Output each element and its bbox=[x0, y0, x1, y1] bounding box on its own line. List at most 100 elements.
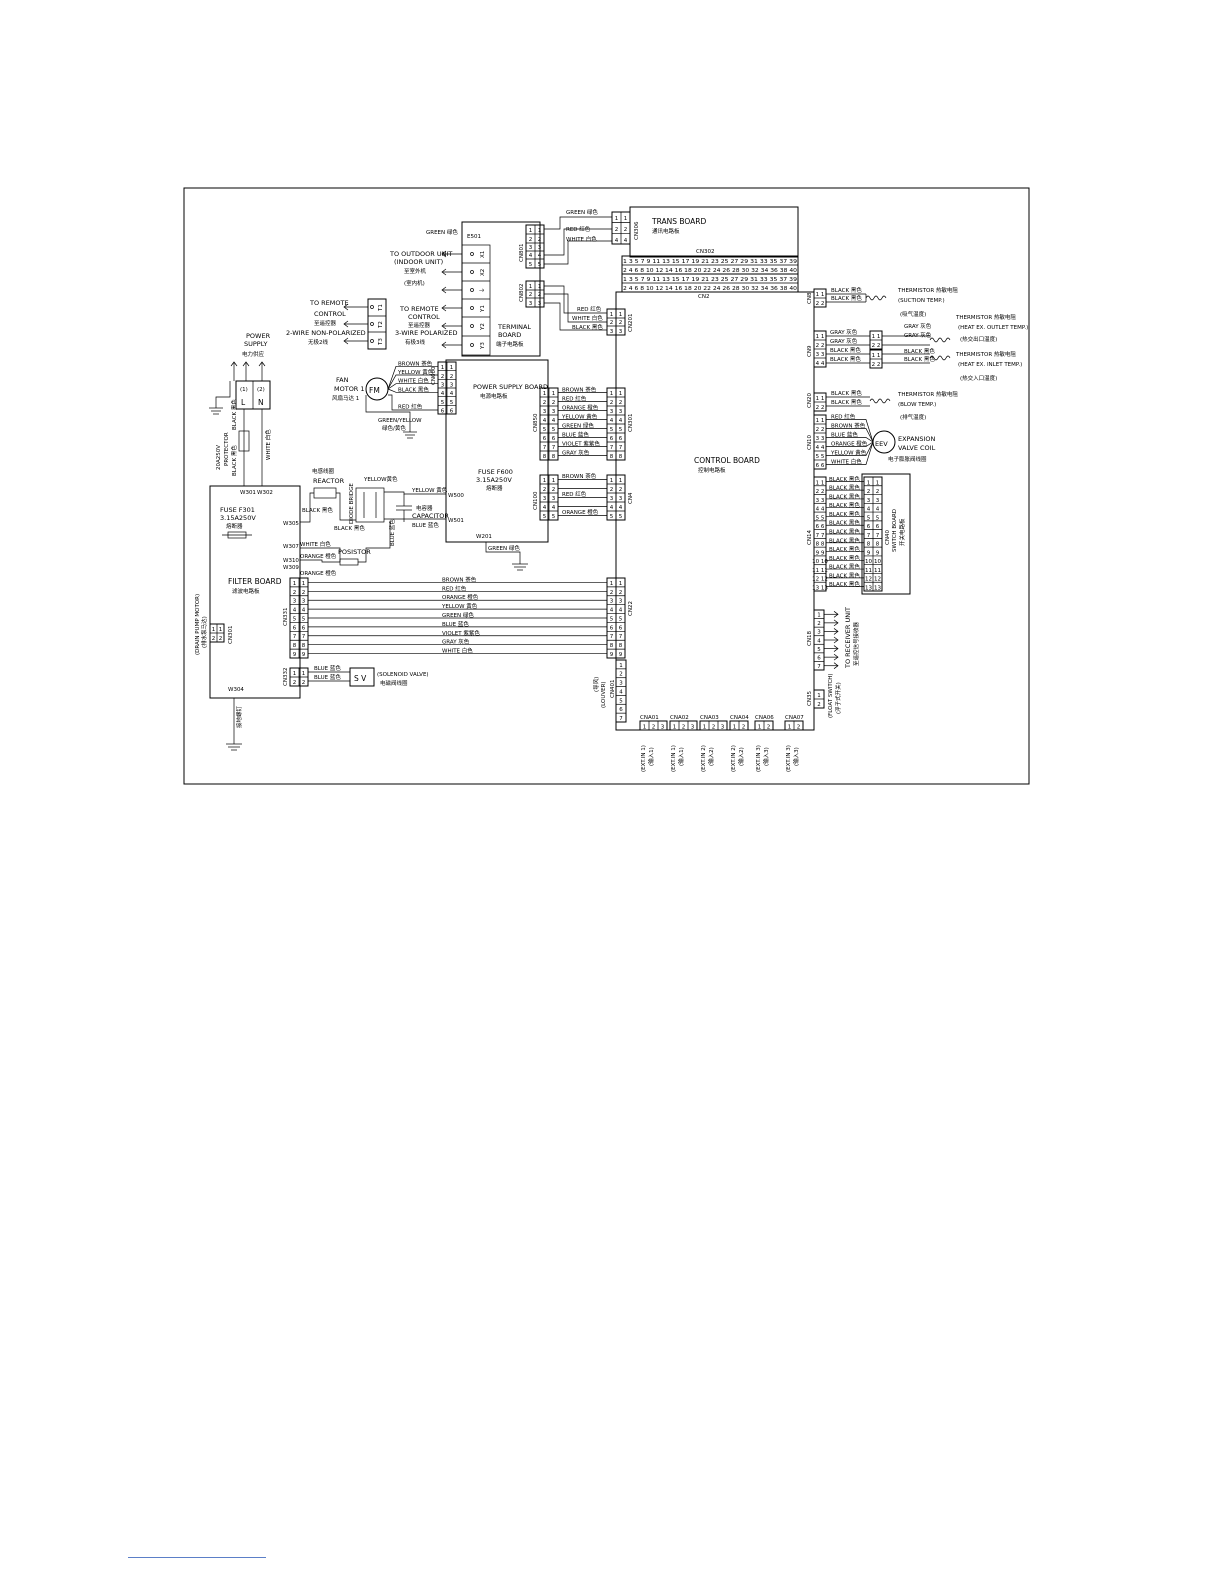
switch-board-cn: 开关电路板 bbox=[898, 518, 906, 546]
outdoor-cn: 至室外机 bbox=[404, 267, 427, 275]
remote-cn-2: 至遥控器 bbox=[408, 321, 431, 329]
black-wire-cn9a: BLACK 黑色 bbox=[830, 346, 861, 354]
cn22-pin: 7 bbox=[302, 634, 306, 640]
cn100-pin: 4 bbox=[552, 505, 556, 511]
cn40-pin: 12 bbox=[865, 577, 872, 583]
svg-text:1: 1 bbox=[302, 671, 306, 677]
ext-input-label: (EXT.IN 2) bbox=[701, 745, 707, 772]
n-num: (2) bbox=[257, 387, 265, 393]
cn401-pin: 3 bbox=[619, 681, 623, 687]
terminal-strip bbox=[461, 244, 491, 356]
cn18-pin: 2 bbox=[817, 621, 821, 627]
red-wire-trans: RED 红色 bbox=[566, 225, 591, 233]
svg-text:1 1: 1 1 bbox=[872, 353, 881, 359]
black-wire-cn8a: BLACK 黑色 bbox=[831, 286, 862, 294]
brown-wire-cn4: BROWN 茶色 bbox=[562, 472, 597, 480]
cn14-wire-label: BLACK 黑色 bbox=[829, 554, 860, 562]
cn18-pin: 5 bbox=[817, 647, 821, 653]
ext-input-connector bbox=[639, 720, 668, 731]
green-wire-e501: GREEN 绿色 bbox=[426, 228, 458, 236]
reactor-label: REACTOR bbox=[313, 477, 345, 485]
blue-wire-vertical: BLUE 蓝色 bbox=[388, 519, 396, 546]
cn850-pin: 3 bbox=[552, 409, 556, 415]
cn100-pin: 1 bbox=[619, 478, 623, 484]
ext-input-pin: 1 bbox=[733, 725, 737, 731]
cn40-pin: 12 bbox=[874, 577, 881, 583]
cn14-wire-label: BLACK 黑色 bbox=[829, 563, 860, 571]
cn100-pin: 5 bbox=[552, 514, 556, 520]
earth-label: 接地螺钉 bbox=[235, 705, 243, 728]
white-wire-trans: WHITE 白色 bbox=[566, 235, 597, 243]
cn22-pin: 1 bbox=[619, 581, 623, 587]
cn40-pin: 1 bbox=[876, 480, 880, 486]
cn600-pin: 1 bbox=[450, 365, 454, 371]
cn802-label: CN802 bbox=[519, 284, 525, 302]
cn22-pin: 8 bbox=[293, 643, 297, 649]
cn401-label: CN401 bbox=[610, 680, 616, 698]
cn40-pin: 13 bbox=[865, 586, 872, 592]
diode-bridge-label: DIODE BRIDGE bbox=[349, 483, 355, 524]
svg-text:2: 2 bbox=[619, 320, 623, 326]
cn22-pin: 8 bbox=[610, 643, 614, 649]
cn850-wire-label: ORANGE 橙色 bbox=[562, 404, 599, 412]
terminal-x2: X2 bbox=[480, 269, 486, 276]
cn600-pin: 4 bbox=[450, 391, 454, 397]
remote-arrows-3wire bbox=[441, 304, 462, 349]
cn850-pin: 8 bbox=[543, 454, 547, 460]
ext-input-connector bbox=[669, 720, 698, 731]
terminal-x1: X1 bbox=[480, 251, 486, 258]
louver-label: (LOUVER) bbox=[601, 681, 607, 708]
cn14-pin: 4 4 bbox=[816, 507, 825, 513]
cn22-wire-label: YELLOW 黄色 bbox=[441, 602, 478, 610]
ext-input-connector-label: CNA06 bbox=[755, 715, 774, 721]
cn22-pin: 8 bbox=[619, 643, 623, 649]
black-wire-hx-in-b: BLACK 黑色 bbox=[904, 355, 935, 363]
footer-rule bbox=[128, 1557, 266, 1558]
trans-board-label: TRANS BOARD bbox=[651, 217, 707, 226]
svg-text:1 1: 1 1 bbox=[816, 292, 825, 298]
svg-text:4: 4 bbox=[529, 253, 533, 259]
cn40-pin: 4 bbox=[867, 507, 871, 513]
cn850-wire-label: GRAY 灰色 bbox=[562, 449, 590, 457]
cn22-pin: 6 bbox=[293, 625, 297, 631]
sv-label: S V bbox=[354, 674, 367, 683]
ext-input-label: (EXT.IN 1) bbox=[671, 745, 677, 772]
white-wire-cn201: WHITE 白色 bbox=[572, 314, 603, 322]
l-terminal: L bbox=[241, 398, 246, 407]
cn14-pin: 2 2 bbox=[816, 489, 825, 495]
drain-pump-label: (DRAIN PUMP MOTOR) bbox=[195, 594, 201, 655]
cn18-pin: 4 bbox=[817, 638, 821, 644]
cn401-pin: 4 bbox=[619, 689, 623, 695]
solenoid-valve bbox=[349, 667, 375, 687]
to-remote-control-2: TO REMOTE bbox=[399, 305, 439, 313]
ext-input-pin: 2 bbox=[742, 725, 746, 731]
svg-text:4: 4 bbox=[624, 238, 628, 244]
cn22-wire-label: WHITE 白色 bbox=[442, 647, 473, 655]
cn22-pin: 3 bbox=[610, 599, 614, 605]
cn850-wire-label: VIOLET 紫紫色 bbox=[562, 440, 600, 448]
cn600-wire-label: BROWN 茶色 bbox=[398, 359, 433, 367]
cn850-pin: 4 bbox=[619, 418, 623, 424]
svg-text:3: 3 bbox=[538, 301, 542, 307]
cn14-label: CN14 bbox=[807, 530, 813, 545]
cn850-pin: 3 bbox=[543, 409, 547, 415]
ext-input-connector-label: CNA01 bbox=[640, 715, 659, 721]
terminal-y1: Y1 bbox=[480, 305, 486, 313]
cn14-wire-label: BLACK 黑色 bbox=[829, 571, 860, 579]
cn2-bot-row: 2 4 6 8 10 12 14 16 18 20 22 24 26 28 30… bbox=[623, 286, 798, 292]
svg-text:1: 1 bbox=[615, 216, 619, 222]
receiver-cn: 至遥控信号接收器 bbox=[852, 621, 860, 666]
cn600-pin: 2 bbox=[450, 374, 454, 380]
filter-board-cn: 滤波电路板 bbox=[232, 587, 260, 595]
svg-text:2: 2 bbox=[624, 227, 628, 233]
suction-temp-cn: (吸气温度) bbox=[900, 310, 926, 318]
cn22-wire-label: GRAY 灰色 bbox=[442, 638, 470, 646]
svg-text:3: 3 bbox=[619, 329, 623, 335]
svg-text:1: 1 bbox=[293, 671, 297, 677]
cn100-pin: 3 bbox=[543, 496, 547, 502]
red-wire-cn4: RED 红色 bbox=[562, 490, 587, 498]
